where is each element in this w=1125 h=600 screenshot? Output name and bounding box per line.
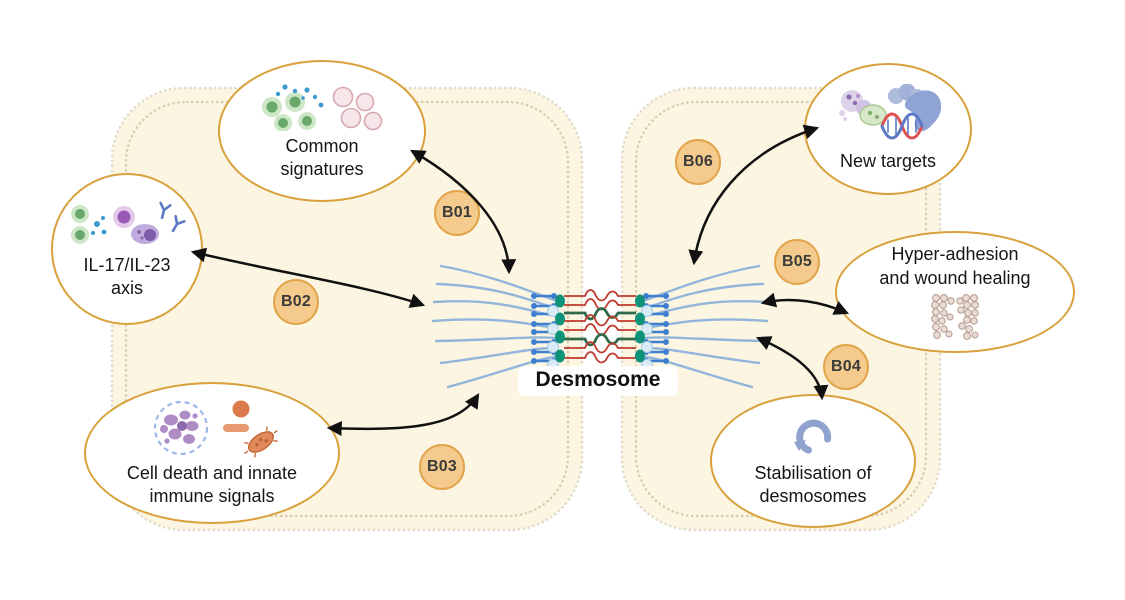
badge-b02: B02 [273,279,319,325]
dying-cell-and-microbes-icon [153,400,278,458]
apoptotic-fragments [160,410,199,444]
badge-b03-label: B03 [427,458,457,475]
bubble-label: New targets [839,151,937,172]
dna-helix [880,113,924,140]
cadherin-strands [564,289,636,364]
badge-b01: B01 [434,190,480,236]
desmosome-label: Desmosome [518,366,678,396]
badge-b01-label: B01 [442,204,472,221]
bubble-hyper-adhesion: Hyper-adhesion and wound healing [835,231,1075,353]
badge-b05: B05 [774,239,820,285]
bubble-new-targets: New targets [804,63,972,195]
bubble-il17-il23-axis: IL-17/IL-23 axis [51,173,203,325]
green-cells [71,204,89,244]
bubble-label: IL-17/IL-23 axis [83,254,171,298]
purple-cells [113,205,159,244]
badge-b05-label: B05 [782,253,812,270]
bubble-label: Cell death and innate immune signals [126,462,298,506]
pink-vesicles [332,86,383,131]
cytokine-dots [91,215,107,235]
bubble-label: Common signatures [280,135,364,179]
badge-b06: B06 [675,139,721,185]
green-cells [262,91,316,131]
antibody-y-icons [159,201,186,233]
gut-blob [888,84,942,132]
badge-b03: B03 [419,444,465,490]
badge-b02-label: B02 [281,293,311,310]
immune-cells-and-vesicles-icon [262,84,383,131]
cytokine-dots [275,84,324,108]
cycle-arrow-icon [794,419,832,454]
microbe-icons [223,400,278,458]
badge-b04-label: B04 [831,358,861,375]
wound-tissue-icon [931,293,979,340]
badge-b04: B04 [823,344,869,390]
badge-b06-label: B06 [683,153,713,170]
bubble-cell-death-innate: Cell death and innate immune signals [84,382,340,524]
bubble-label: Hyper-adhesion and wound healing [879,244,1031,288]
bubble-stabilisation: Stabilisation of desmosomes [710,394,916,528]
desmosome-graphic [431,264,769,389]
dashed-cell-outline [153,400,209,456]
plaque-right [635,293,669,371]
microbiome-bubbles [839,90,887,127]
bubble-common-signatures: Common signatures [218,60,426,202]
bubble-label: Stabilisation of desmosomes [754,462,872,506]
gut-dna-icon [839,84,942,140]
cytokine-cells-antibody-icon [71,201,186,244]
